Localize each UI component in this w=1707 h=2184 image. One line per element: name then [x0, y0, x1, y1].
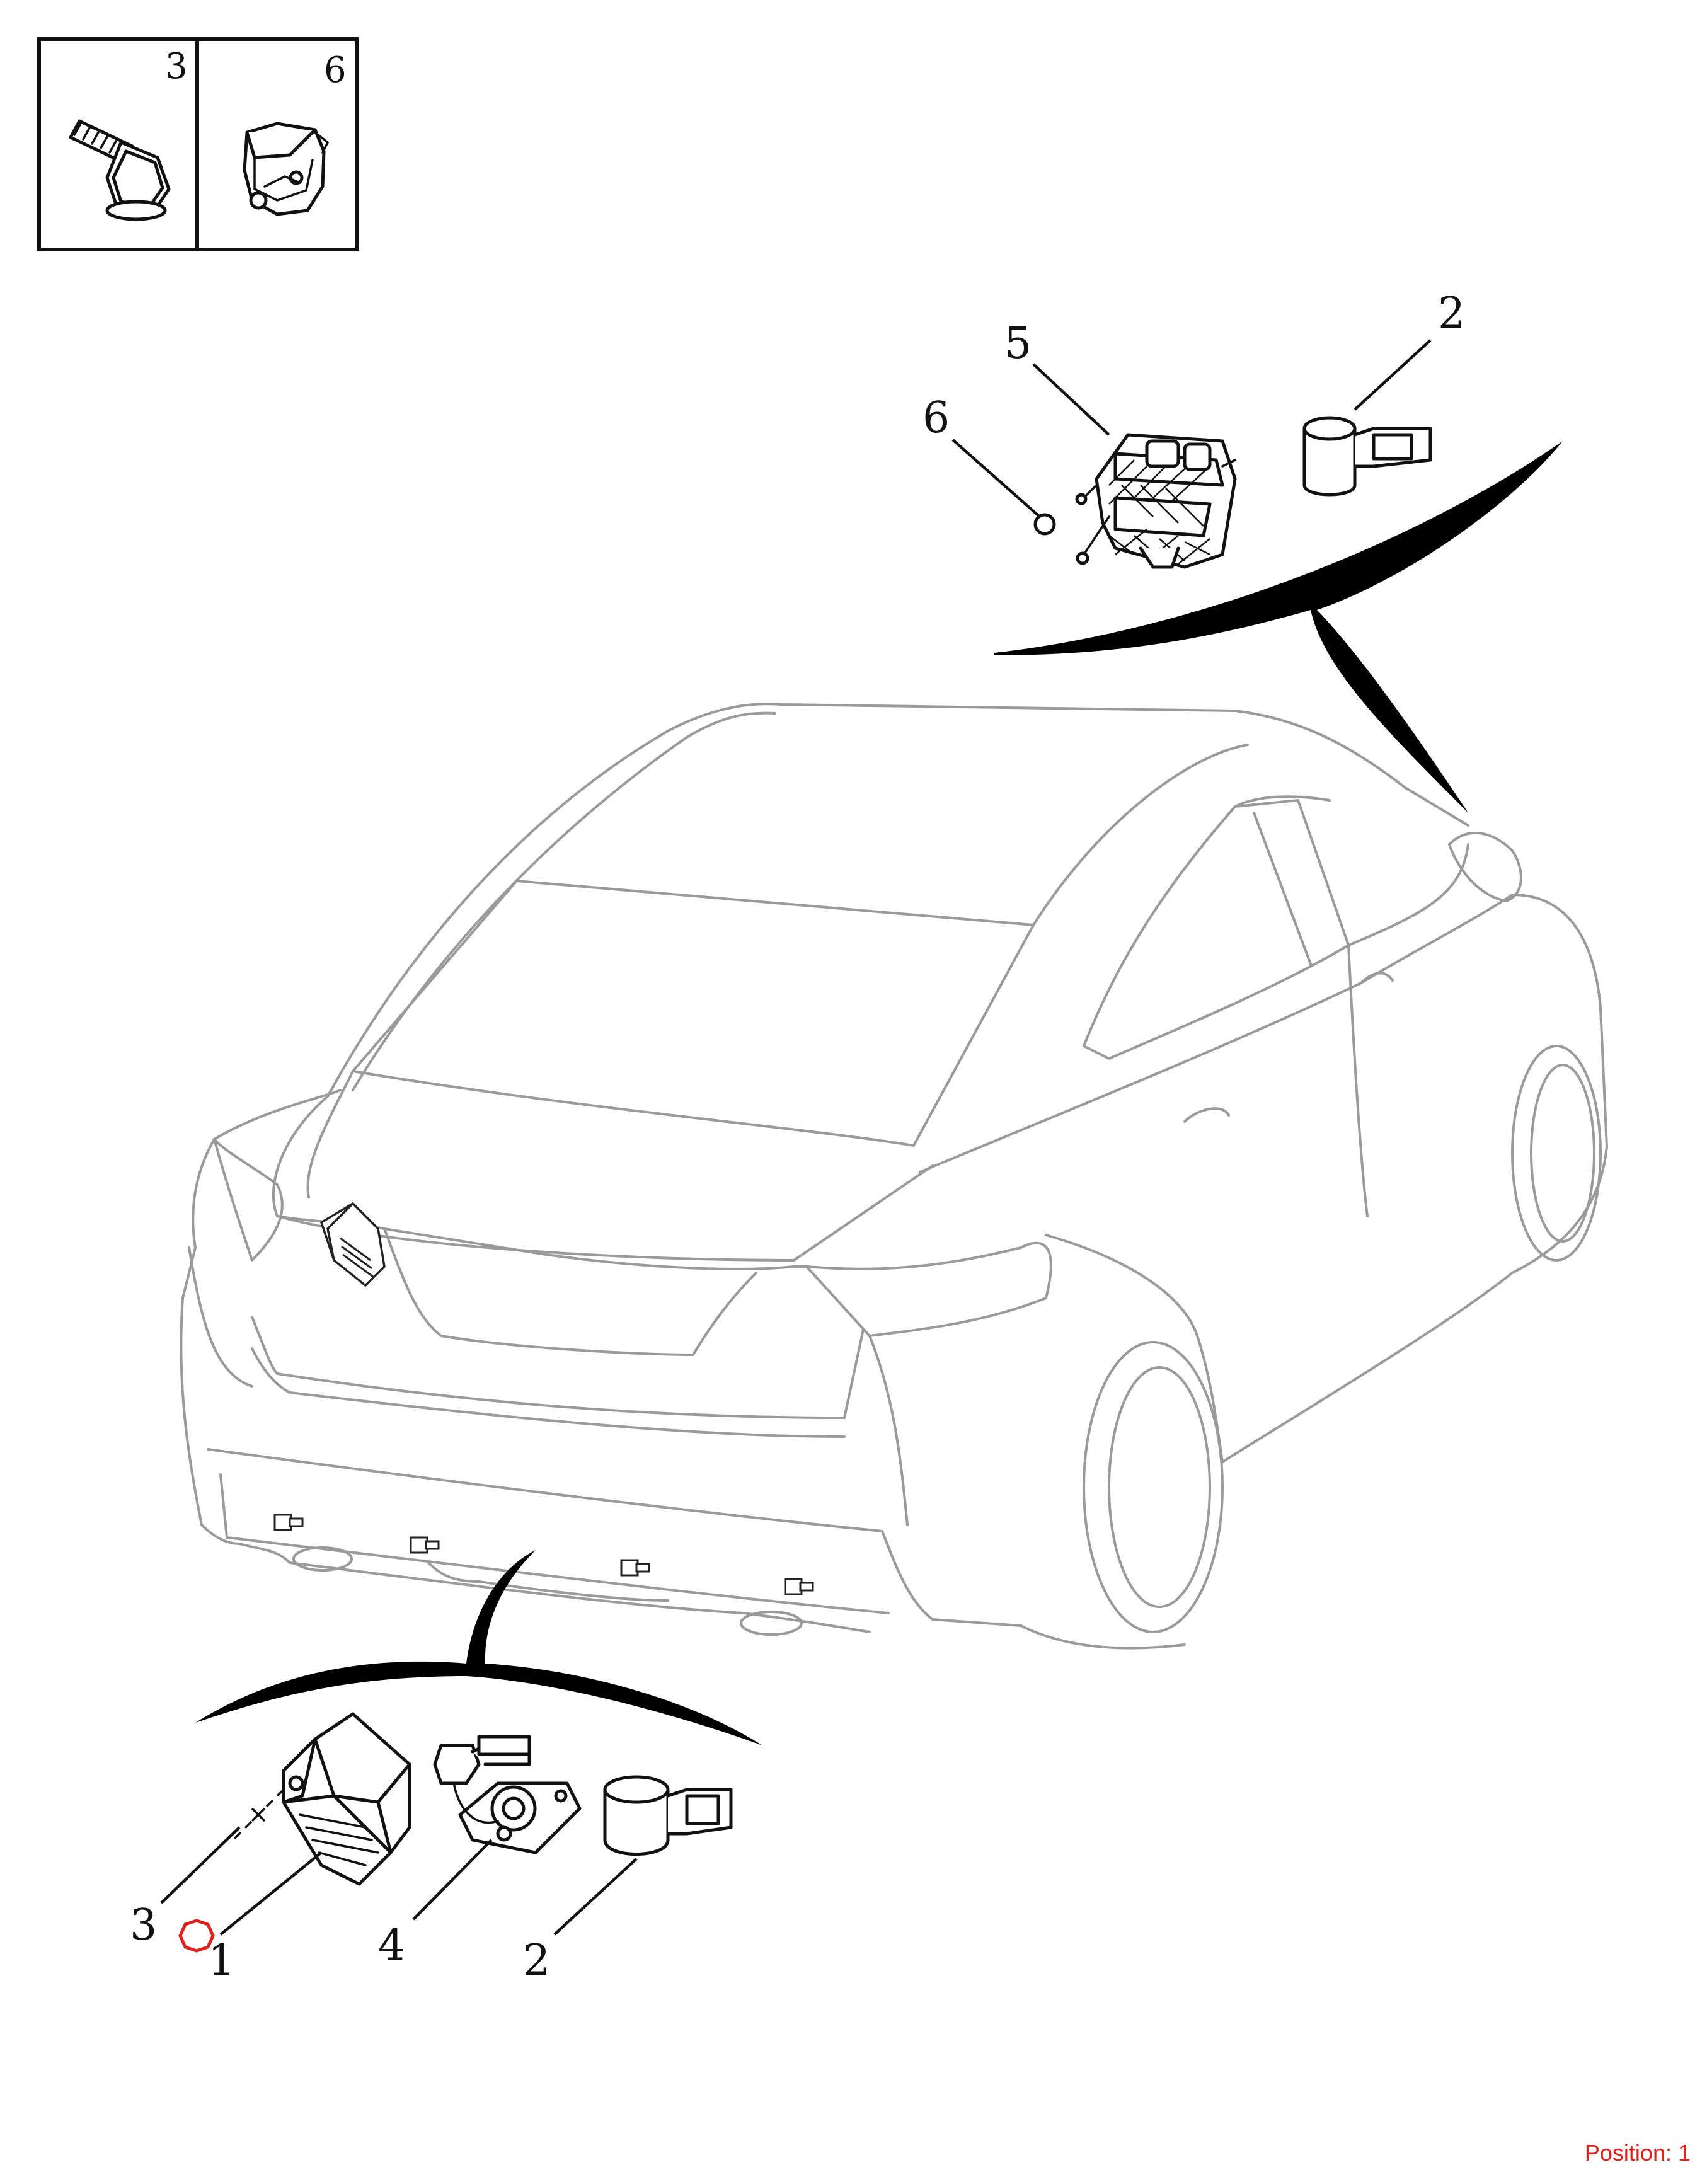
parking-sensor-icon[interactable]	[603, 1775, 733, 1856]
control-module-icon[interactable]	[282, 1712, 411, 1886]
callout-bottom-4[interactable]: 4	[378, 1921, 405, 1970]
brace-top	[994, 441, 1563, 813]
inset-number-6[interactable]: 6	[324, 50, 347, 91]
brace-bottom	[195, 1550, 762, 1745]
car-outline	[180, 703, 1608, 1650]
rear-camera-icon[interactable]	[433, 1735, 582, 1854]
callout-bottom-2[interactable]: 2	[523, 1936, 550, 1986]
parking-sensor-icon[interactable]	[1302, 416, 1432, 497]
bolt-icon[interactable]	[232, 1788, 285, 1841]
callout-bottom-1[interactable]: 1	[208, 1936, 235, 1986]
callout-top-6[interactable]: 6	[922, 393, 950, 443]
clip-icon[interactable]	[1033, 513, 1056, 536]
clip-nut-icon[interactable]	[243, 122, 330, 216]
position-label: Position: 1	[1584, 2140, 1691, 2166]
callout-top-5[interactable]: 5	[1004, 319, 1032, 369]
inset-box: 3 6	[37, 37, 359, 251]
flange-bolt-icon[interactable]	[69, 119, 171, 221]
camera-bracket-icon[interactable]	[1075, 433, 1237, 569]
callout-bottom-3[interactable]: 3	[130, 1900, 157, 1950]
bumper-sensors	[273, 1514, 814, 1595]
callout-top-2[interactable]: 2	[1438, 289, 1465, 338]
trunk-module	[319, 1202, 386, 1287]
inset-number-3[interactable]: 3	[165, 46, 188, 87]
selection-marker	[178, 1919, 215, 1953]
